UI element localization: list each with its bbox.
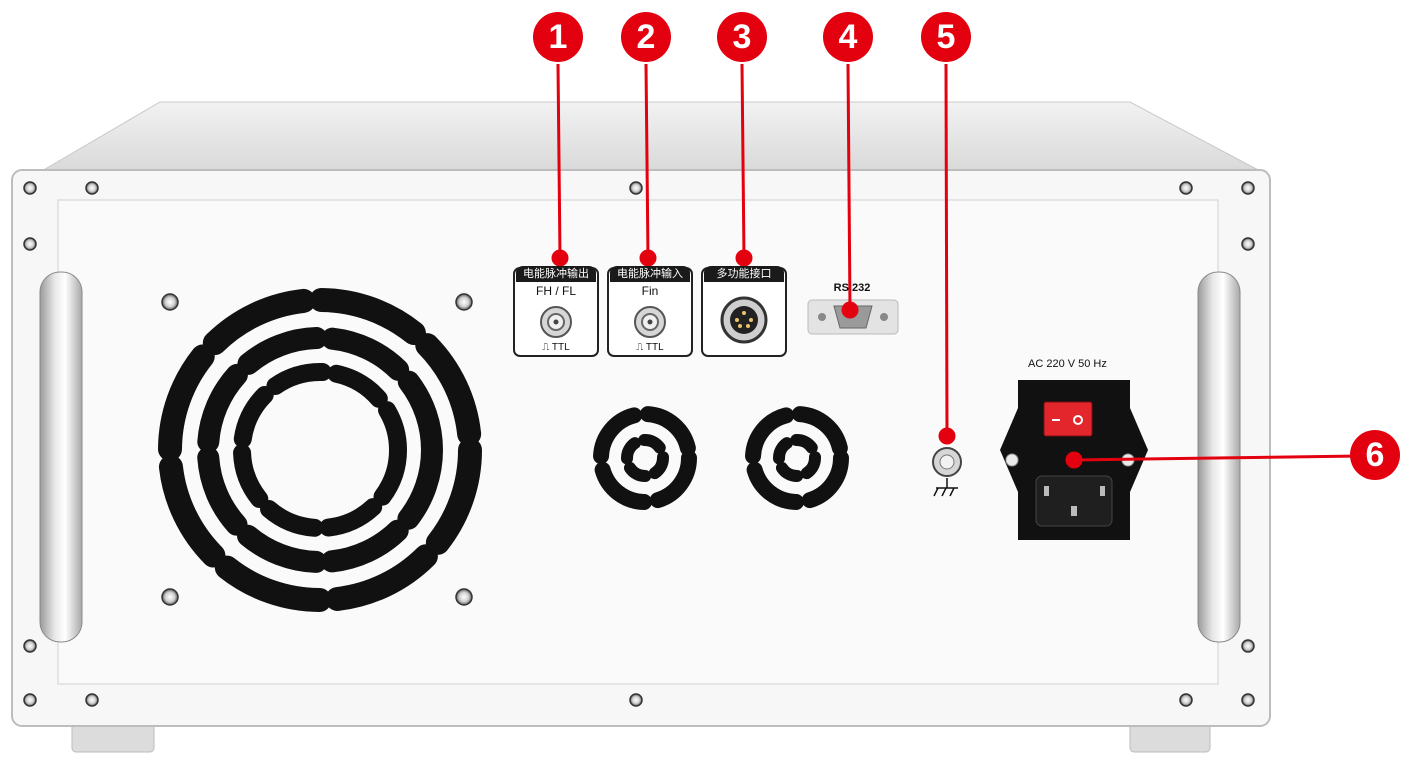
bnc-connector-1[interactable]: [540, 306, 572, 338]
fan-grille: [158, 288, 482, 612]
top-cover: [38, 101, 1263, 173]
callout-3: 3: [717, 12, 767, 62]
port1-signal: FH / FL: [535, 284, 576, 298]
power-rating-label: AC 220 V 50 Hz: [1028, 358, 1107, 370]
bnc-connector-2[interactable]: [634, 306, 666, 338]
port4-label: RS 232: [833, 282, 871, 294]
multifunction-connector[interactable]: [720, 296, 768, 344]
ground-terminal[interactable]: [932, 447, 962, 477]
port2-header: 电能脉冲输入: [610, 266, 690, 282]
callout-2: 2: [621, 12, 671, 62]
ground-icon: [933, 478, 958, 497]
vent-right: [745, 406, 849, 510]
port1-type: ⎍ TTL: [542, 342, 570, 353]
callout-5: 5: [921, 12, 971, 62]
frame-screws: [23, 181, 1255, 707]
callout-4: 4: [823, 12, 873, 62]
callout-lines: [551, 63, 1361, 469]
callout-6: 6: [1350, 430, 1400, 480]
callout-1: 1: [533, 12, 583, 62]
port2-type: ⎍ TTL: [636, 342, 664, 353]
handle-left[interactable]: [39, 271, 83, 643]
port3-header: 多功能接口: [704, 266, 784, 282]
port2-signal: Fin: [641, 284, 659, 298]
vent-left: [593, 406, 697, 510]
port1-header: 电能脉冲输出: [516, 266, 596, 282]
power-switch-icon[interactable]: [1043, 401, 1093, 437]
